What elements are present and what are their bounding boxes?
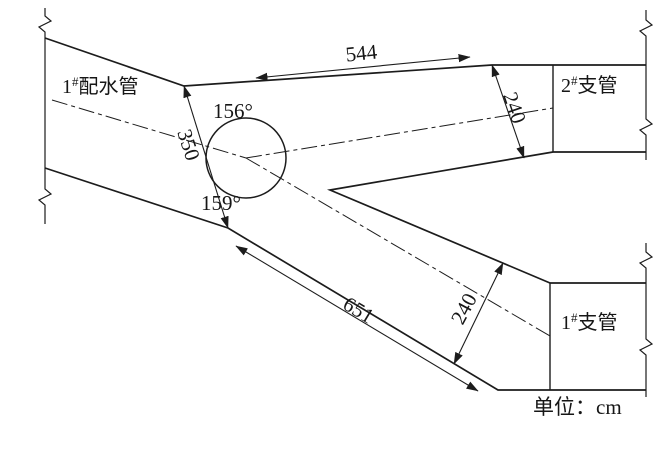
dim-text-inlet-diameter: 350 <box>172 126 205 163</box>
branch2-label-name: 支管 <box>578 74 618 97</box>
main-pipe-label-num: 1 <box>62 76 72 98</box>
branch2-break-line <box>638 10 654 160</box>
dim-text-upper-length: 544 <box>344 39 378 66</box>
branch1-label-sup: # <box>571 310 578 325</box>
main-pipe-label-sup: # <box>72 74 79 89</box>
branch1-label-num: 1 <box>561 312 571 334</box>
dim-line-upper-544 <box>255 54 471 81</box>
angle-text-upper: 156° <box>213 99 253 123</box>
angle-text-lower: 159° <box>201 191 241 215</box>
branch2-label-num: 2 <box>561 75 571 97</box>
dim-line-upper-240 <box>491 64 525 159</box>
unit-note: 单位：cm <box>533 395 622 419</box>
main-pipe-break-line <box>37 8 53 224</box>
dim-line-lower-240 <box>453 262 504 365</box>
lower-branch-centerline <box>245 157 551 337</box>
branch2-label-sup: # <box>571 73 578 88</box>
branch1-break-line <box>638 243 654 397</box>
main-pipe-label-name: 配水管 <box>79 75 139 98</box>
branch1-label: 1#支管 <box>561 310 618 334</box>
branch-crotch-walls <box>326 151 554 284</box>
dim-text-upper-diameter: 240 <box>498 89 531 127</box>
dim-text-lower-diameter: 240 <box>446 289 482 328</box>
main-pipe-label: 1#配水管 <box>62 74 139 98</box>
dim-line-inlet-350 <box>183 85 229 229</box>
bran1-label-name: 支管 <box>578 311 618 334</box>
lower-pipe-wall <box>44 167 646 391</box>
branch2-label: 2#支管 <box>561 73 618 97</box>
dim-line-lower-651 <box>235 245 479 392</box>
